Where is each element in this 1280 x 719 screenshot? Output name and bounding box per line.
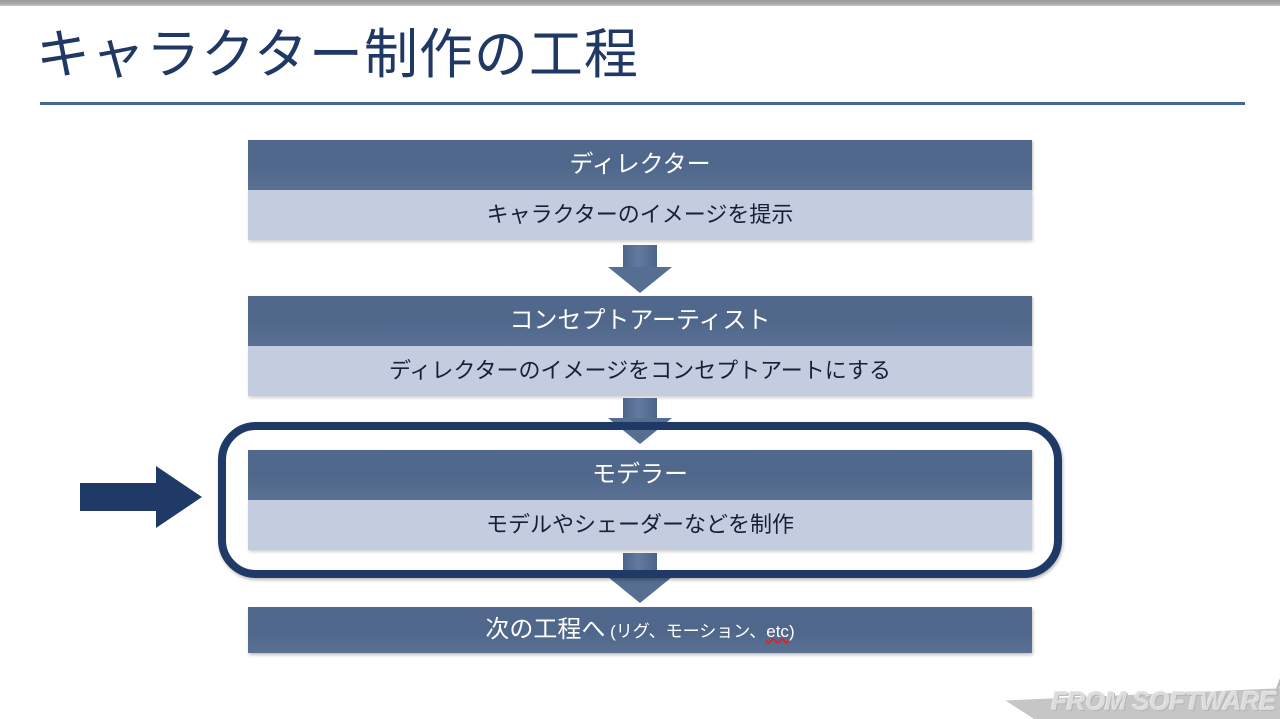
arrow-head <box>608 577 672 603</box>
next-stage-main: 次の工程へ <box>485 616 606 643</box>
logo-wordmark: FROM SOFTWARE <box>1051 686 1276 716</box>
company-logo: FROM SOFTWARE <box>994 679 1280 719</box>
flow-step-2-task: ディレクターのイメージをコンセプトアートにする <box>248 346 1032 396</box>
next-stage-detail-misspelled: etc <box>766 622 789 641</box>
arrow-shaft <box>80 483 156 511</box>
flow-step-3-role: モデラー <box>248 450 1032 500</box>
flow-next-stage: 次の工程へ (リグ、モーション、etc) <box>248 607 1032 653</box>
flow-step-1-task: キャラクターのイメージを提示 <box>248 190 1032 240</box>
arrow-stem <box>623 245 657 267</box>
page-title: キャラクター制作の工程 <box>36 25 639 85</box>
flow-step-3: モデラー モデルやシェーダーなどを制作 <box>248 450 1032 550</box>
next-stage-detail-close: ) <box>788 622 795 641</box>
emphasis-ring <box>218 422 1062 578</box>
arrow-stem <box>623 398 657 418</box>
top-gray-bar <box>0 0 1280 6</box>
title-divider <box>40 102 1245 105</box>
right-arrow-icon <box>80 466 202 528</box>
flow-step-3-task: モデルやシェーダーなどを制作 <box>248 500 1032 550</box>
flow-step-2: コンセプトアーティスト ディレクターのイメージをコンセプトアートにする <box>248 296 1032 396</box>
arrow-head <box>608 267 672 293</box>
flow-step-2-role: コンセプトアーティスト <box>248 296 1032 346</box>
next-stage-detail-open: (リグ、モーション、 <box>610 622 767 641</box>
flow-step-1: ディレクター キャラクターのイメージを提示 <box>248 140 1032 240</box>
down-arrow-icon-1 <box>608 245 672 293</box>
arrow-tip <box>156 466 202 528</box>
flow-step-1-role: ディレクター <box>248 140 1032 190</box>
